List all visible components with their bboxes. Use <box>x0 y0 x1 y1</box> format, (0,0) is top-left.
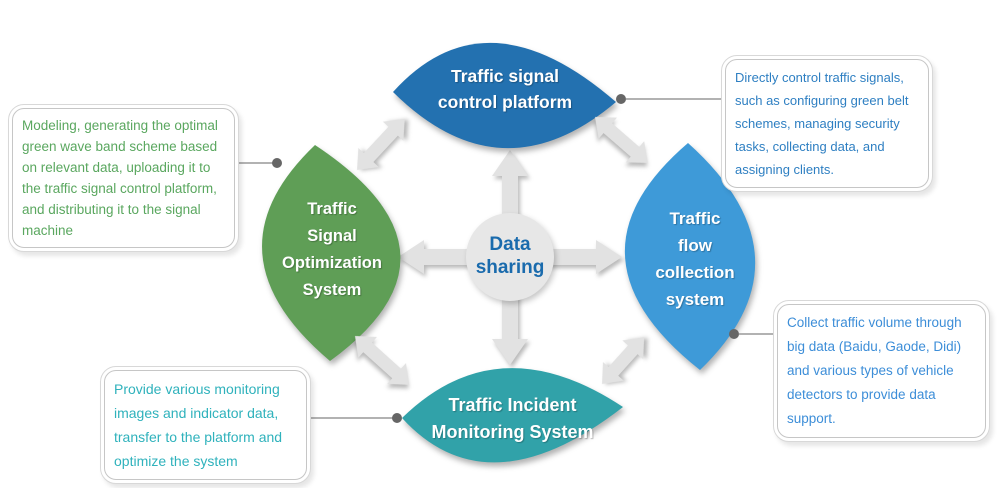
data-sharing-hub-circle <box>466 213 554 301</box>
diagonal-arrows <box>355 117 648 385</box>
double-arrow-southeast-icon <box>602 337 645 384</box>
segment-label-line: System <box>302 281 362 299</box>
double-arrow-northeast-icon <box>595 117 648 163</box>
segment-label-traffic-incident-monitoring: Traffic Incident Monitoring System <box>390 392 635 446</box>
segment-label-line: control platform <box>437 92 573 112</box>
segment-label-line: Monitoring System <box>431 422 594 442</box>
callout-control-platform: Directly control traffic signals, such a… <box>721 55 933 192</box>
connector-dot-top-right-icon <box>616 94 626 104</box>
callout-text: Directly control traffic signals, such a… <box>725 59 929 188</box>
segment-label-line: Optimization <box>282 254 382 272</box>
segment-north-traffic-signal-control <box>393 42 616 149</box>
segment-label-traffic-signal-control: Traffic signal control platform <box>395 63 615 115</box>
callout-text: Provide various monitoring images and in… <box>104 370 307 480</box>
double-arrow-northwest-icon <box>357 118 405 170</box>
segment-west-traffic-signal-optimization <box>262 145 401 361</box>
segment-label-line: Traffic <box>307 200 357 218</box>
segment-label-line: Traffic signal <box>451 66 559 86</box>
callout-text: Modeling, generating the optimal green w… <box>12 108 235 248</box>
hub-label-line: sharing <box>475 257 545 278</box>
connector-dot-top-left-icon <box>272 158 282 168</box>
segment-south-traffic-incident-monitoring <box>402 368 623 463</box>
segment-label-traffic-signal-optimization: Traffic Signal Optimization System <box>267 196 397 304</box>
cross-arrows-icon <box>398 150 622 365</box>
segment-label-line: collection <box>655 263 735 282</box>
callout-collection-system: Collect traffic volume through big data … <box>773 300 990 442</box>
segment-label-line: Signal <box>307 227 357 245</box>
segment-label-line: flow <box>678 236 712 255</box>
arrow-right-icon <box>508 240 622 274</box>
arrow-left-icon <box>398 240 512 274</box>
connector-dot-bottom-left-icon <box>392 413 402 423</box>
callout-text: Collect traffic volume through big data … <box>777 304 986 438</box>
hub-label-line: Data <box>489 234 531 255</box>
callout-monitoring-system: Provide various monitoring images and in… <box>100 366 311 484</box>
data-sharing-hub-label: Data sharing <box>458 233 562 279</box>
segment-label-line: system <box>665 290 725 309</box>
callout-optimization-system: Modeling, generating the optimal green w… <box>8 104 239 252</box>
connector-dot-bottom-right-icon <box>729 329 739 339</box>
double-arrow-southwest-icon <box>355 336 410 385</box>
segment-east-traffic-flow-collection <box>624 143 756 370</box>
arrow-up-icon <box>492 150 528 260</box>
arrow-down-icon <box>492 254 528 365</box>
callout-connectors <box>238 94 773 423</box>
segment-label-traffic-flow-collection: Traffic flow collection system <box>631 205 759 313</box>
segment-label-line: Traffic Incident <box>448 395 577 415</box>
segment-label-line: Traffic <box>669 209 721 228</box>
